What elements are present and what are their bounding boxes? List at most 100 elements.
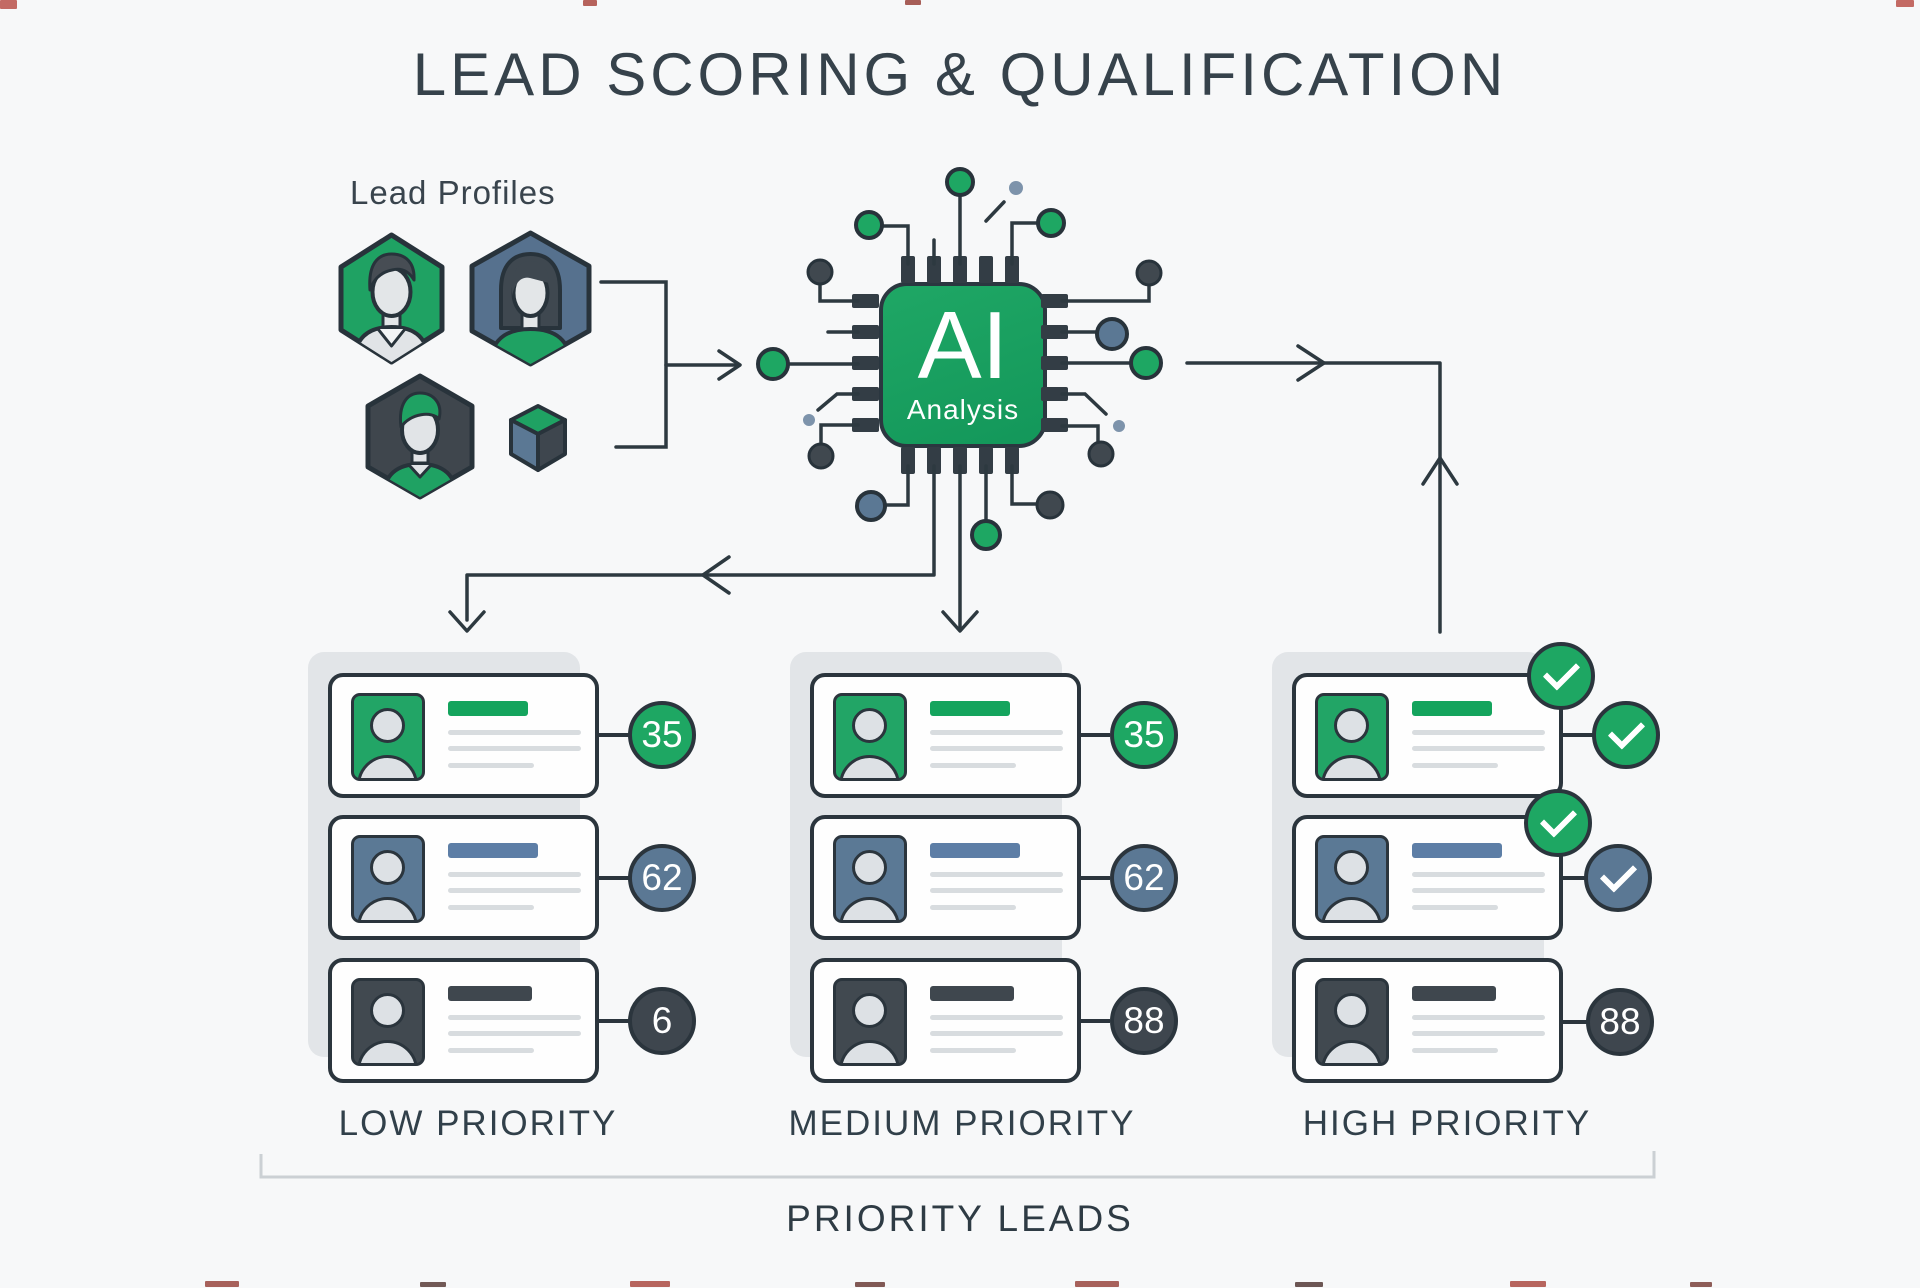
check-icon [1542, 653, 1580, 691]
card-avatar [1315, 978, 1389, 1066]
artifact-speck [630, 1281, 670, 1287]
column-low-priority: LOW PRIORITY 35 62 6 [308, 652, 708, 1192]
column-label-low: LOW PRIORITY [338, 1104, 618, 1143]
qualified-check-badge-high-2-1 [1524, 789, 1592, 857]
artifact-speck [1510, 1281, 1546, 1287]
card-avatar [833, 978, 907, 1066]
avatar-head [1334, 708, 1369, 743]
card-text-line [1412, 1048, 1498, 1053]
score-badge-medium-3: 88 [1110, 987, 1178, 1055]
card-text-line [930, 905, 1016, 910]
lead-card-high-1 [1292, 673, 1563, 798]
card-name-bar [1412, 843, 1502, 858]
artifact-speck [1690, 1282, 1712, 1287]
lead-card-high-3 [1292, 958, 1563, 1083]
chip-subtitle: Analysis [906, 393, 1020, 425]
card-avatar [833, 693, 907, 781]
profiles-bracket [599, 280, 668, 449]
artifact-speck [1295, 1282, 1323, 1287]
male-avatar-dark-hexagon-icon [365, 373, 475, 500]
arrow-chip-to-high [1185, 344, 1459, 634]
card-name-bar [930, 701, 1010, 716]
score-badge-low-3: 6 [628, 987, 696, 1055]
data-cube-icon [509, 404, 567, 472]
card-text-line [930, 1015, 1063, 1020]
card-text-line [930, 872, 1063, 877]
avatar-shoulders [839, 755, 900, 778]
card-text-line [1412, 905, 1498, 910]
artifact-speck [583, 0, 597, 6]
card-name-bar [448, 843, 538, 858]
score-badge-low-2: 62 [628, 844, 696, 912]
avatar-shoulders [1321, 897, 1382, 920]
lead-card-medium-1 [810, 673, 1081, 798]
card-text-line [448, 1048, 534, 1053]
artifact-speck [905, 0, 921, 5]
score-badge-medium-2: 62 [1110, 844, 1178, 912]
card-text-line [1412, 1015, 1545, 1020]
card-avatar [833, 835, 907, 923]
lead-card-high-2 [1292, 815, 1563, 940]
column-medium-priority: MEDIUM PRIORITY 35 62 [788, 652, 1190, 1192]
card-name-bar [448, 986, 532, 1001]
card-text-line [448, 1031, 581, 1036]
card-avatar [351, 835, 425, 923]
card-text-line [930, 730, 1063, 735]
avatar-shoulders [1321, 755, 1382, 778]
card-text-line [448, 872, 581, 877]
avatar-head [852, 708, 887, 743]
arrow-chip-to-medium [941, 464, 979, 633]
card-text-line [1412, 730, 1545, 735]
female-avatar-blue-hexagon-icon [469, 230, 592, 367]
lead-card-low-1 [328, 673, 599, 798]
card-text-line [448, 905, 534, 910]
card-avatar [351, 978, 425, 1066]
ai-analysis-chip: AI Analysis [879, 282, 1047, 448]
artifact-speck [205, 1281, 239, 1287]
avatar-head [852, 850, 887, 885]
lead-card-low-2 [328, 815, 599, 940]
avatar-shoulders [357, 897, 418, 920]
qualified-check-badge-high-1-1 [1527, 642, 1595, 710]
avatar-shoulders [839, 897, 900, 920]
card-text-line [448, 888, 581, 893]
card-name-bar [448, 701, 528, 716]
card-text-line [1412, 1031, 1545, 1036]
card-text-line [448, 1015, 581, 1020]
avatar-head [852, 993, 887, 1028]
card-text-line [930, 746, 1063, 751]
avatar-head [370, 993, 405, 1028]
chip-title: AI [917, 292, 1009, 400]
qualified-check-badge-high-2-2 [1584, 844, 1652, 912]
card-text-line [448, 763, 534, 768]
card-name-bar [930, 843, 1020, 858]
lead-card-low-3 [328, 958, 599, 1083]
lead-card-medium-3 [810, 958, 1081, 1083]
card-text-line [1412, 888, 1545, 893]
card-text-line [930, 888, 1063, 893]
avatar-shoulders [357, 1040, 418, 1063]
score-badge-low-1: 35 [628, 701, 696, 769]
male-avatar-green-hexagon-icon [338, 232, 445, 365]
priority-leads-label: PRIORITY LEADS [786, 1198, 1134, 1239]
card-text-line [930, 1031, 1063, 1036]
card-text-line [448, 730, 581, 735]
card-text-line [930, 763, 1016, 768]
avatar-shoulders [357, 755, 418, 778]
column-label-medium: MEDIUM PRIORITY [788, 1104, 1136, 1143]
card-avatar [1315, 693, 1389, 781]
artifact-speck [1896, 0, 1914, 7]
card-text-line [1412, 763, 1498, 768]
artifact-speck [1075, 1281, 1119, 1287]
lead-profiles-label: Lead Profiles [350, 174, 556, 211]
score-badge-high-3: 88 [1586, 988, 1654, 1056]
arrow-chip-to-low [448, 464, 936, 633]
column-label-high: HIGH PRIORITY [1302, 1104, 1592, 1143]
card-text-line [930, 1048, 1016, 1053]
card-text-line [448, 746, 581, 751]
avatar-head [370, 708, 405, 743]
card-text-line [1412, 872, 1545, 877]
artifact-speck [855, 1282, 885, 1287]
artifact-speck [420, 1282, 446, 1287]
